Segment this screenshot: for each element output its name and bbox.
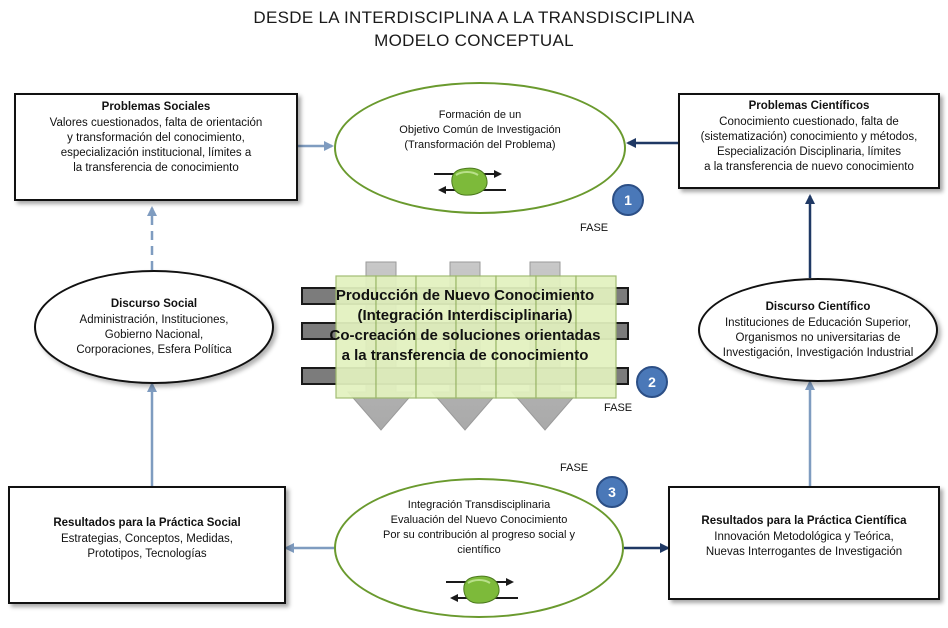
produccion-text: Producción de Nuevo Conocimiento (Integr…	[300, 286, 630, 366]
green-card-4	[455, 275, 497, 399]
integracion-line: científico	[457, 544, 501, 556]
green-card-1	[335, 275, 377, 399]
resultados-social-heading: Resultados para la Práctica Social	[53, 517, 241, 529]
green-card-7	[575, 275, 617, 399]
fase-1-badge: 1	[612, 184, 644, 216]
green-cards	[335, 275, 617, 399]
discurso-social-line: Administración, Instituciones,	[79, 313, 229, 326]
discurso-social-ellipse: Discurso Social Administración, Instituc…	[34, 270, 274, 384]
fase-2-label: FASE	[604, 402, 633, 414]
resultados-social-line: Estrategias, Conceptos, Medidas,	[61, 533, 233, 545]
resultados-cientifica-box: Resultados para la Práctica Científica I…	[668, 486, 940, 600]
problemas-cientificos-line: Conocimiento cuestionado, falta de	[719, 116, 899, 128]
discurso-social-line: Corporaciones, Esfera Política	[76, 343, 232, 356]
problemas-cientificos-box: Problemas Científicos Conocimiento cuest…	[678, 93, 940, 189]
title-line-1: DESDE LA INTERDISCIPLINA A LA TRANSDISCI…	[253, 8, 695, 27]
integracion-line: Evaluación del Nuevo Conocimiento	[390, 514, 568, 526]
produccion-line: a la transferencia de conocimiento	[341, 347, 589, 364]
integracion-line: Por su contribución al progreso social y	[383, 529, 575, 541]
problemas-sociales-heading: Problemas Sociales	[101, 101, 211, 113]
problemas-cientificos-line: (sistematización) conocimiento y métodos…	[700, 131, 918, 143]
problemas-cientificos-heading: Problemas Científicos	[748, 100, 870, 112]
title-line-2: MODELO CONCEPTUAL	[374, 31, 574, 50]
resultados-cientifica-line: Nuevas Interrogantes de Investigación	[705, 546, 903, 558]
fase-3-label: FASE	[560, 462, 589, 474]
problemas-sociales-line: y transformación del conocimiento,	[67, 132, 245, 144]
produccion-line: Producción de Nuevo Conocimiento	[335, 287, 595, 304]
green-card-2	[375, 275, 417, 399]
integracion-line: Integración Transdisciplinaria	[407, 499, 551, 511]
objetivo-line: Objetivo Común de Investigación	[399, 124, 561, 136]
problemas-cientificos-line: Especialización Disciplinaria, límites	[716, 146, 902, 158]
resultados-cientifica-heading: Resultados para la Práctica Científica	[701, 515, 907, 527]
resultados-cientifica-line: Innovación Metodológica y Teórica,	[714, 531, 894, 543]
green-card-3	[415, 275, 457, 399]
discurso-cientifico-heading: Discurso Científico	[765, 300, 871, 313]
discurso-social-heading: Discurso Social	[110, 297, 198, 310]
produccion-line: Co-creación de soluciones orientadas	[329, 327, 601, 344]
discurso-social-line: Gobierno Nacional,	[104, 328, 204, 341]
fase-1-label: FASE	[580, 222, 609, 234]
discurso-cientifico-line: Investigación, Investigación Industrial	[722, 346, 914, 359]
green-card-5	[495, 275, 537, 399]
problemas-sociales-line: Valores cuestionados, falta de orientaci…	[49, 117, 263, 129]
discurso-cientifico-line: Instituciones de Educación Superior,	[724, 316, 912, 329]
discurso-cientifico-line: Organismos no universitarias de	[735, 331, 901, 344]
problemas-sociales-line: la transferencia de conocimiento	[73, 162, 239, 174]
fase-2-badge: 2	[636, 366, 668, 398]
objetivo-line: Formación de un	[438, 109, 522, 121]
resultados-social-box: Resultados para la Práctica Social Estra…	[8, 486, 286, 604]
integracion-ellipse: Integración Transdisciplinaria Evaluació…	[334, 478, 624, 618]
objetivo-line: (Transformación del Problema)	[404, 139, 556, 151]
discurso-cientifico-ellipse: Discurso Científico Instituciones de Edu…	[698, 278, 938, 382]
resultados-social-line: Prototipos, Tecnologías	[87, 548, 207, 560]
objetivo-comun-ellipse: Formación de un Objetivo Común de Invest…	[334, 82, 626, 214]
problemas-sociales-line: especialización institucional, límites a	[60, 147, 252, 159]
produccion-line: (Integración Interdisciplinaria)	[357, 307, 573, 324]
problemas-cientificos-line: a la transferencia de nuevo conocimiento	[704, 161, 914, 173]
fase-3-badge: 3	[596, 476, 628, 508]
problemas-sociales-box: Problemas Sociales Valores cuestionados,…	[14, 93, 298, 201]
